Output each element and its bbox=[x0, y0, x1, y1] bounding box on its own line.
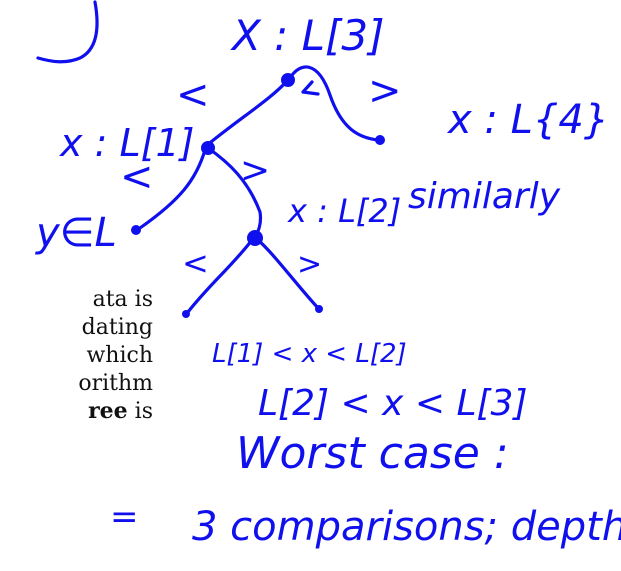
range-label-2: L[2] < x < L[3] bbox=[258, 383, 528, 424]
similarly-label: similarly bbox=[408, 176, 561, 217]
left-leaf-label: y∈L bbox=[35, 210, 117, 256]
edge-mid-leftleaf bbox=[186, 238, 254, 314]
left-node-label: x : L[1] bbox=[59, 121, 194, 165]
edge-mid-rightleaf bbox=[256, 238, 320, 310]
equals-sign: = bbox=[110, 497, 139, 537]
right-leaf-label: x : L{4} bbox=[446, 97, 609, 143]
printed-text-line-5: ree is bbox=[88, 397, 153, 426]
edge-root-left bbox=[204, 78, 290, 148]
edge-left-leaf bbox=[138, 148, 207, 230]
node-mid-leftleaf bbox=[182, 310, 190, 318]
gt-left: > bbox=[240, 150, 270, 191]
node-right-leaf bbox=[375, 135, 385, 145]
root-label: X : L[3] bbox=[230, 11, 385, 60]
node-root bbox=[281, 73, 295, 87]
node-mid bbox=[247, 230, 263, 246]
printed-text-line-4: orithm bbox=[78, 371, 153, 396]
range-label-1: L[1] < x < L[2] bbox=[212, 339, 407, 369]
node-left bbox=[201, 141, 215, 155]
worst-case-label: Worst case : bbox=[236, 428, 509, 479]
gt-mid: > bbox=[297, 247, 322, 282]
node-left-leaf bbox=[131, 225, 141, 235]
gt-root: > bbox=[368, 68, 402, 114]
lt-mid: < bbox=[182, 244, 209, 282]
lt-left: < bbox=[120, 154, 154, 200]
mid-node-label: x : L[2] bbox=[287, 192, 401, 230]
printed-bold-word: ree bbox=[88, 398, 128, 424]
summary-label: 3 comparisons; depth 3 bbox=[192, 504, 621, 550]
printed-text-line-2: dating bbox=[81, 315, 153, 340]
lt-root: < bbox=[176, 72, 210, 118]
corner-hook-stroke bbox=[36, 0, 99, 64]
arrowhead-right bbox=[301, 80, 320, 96]
printed-word-is: is bbox=[134, 399, 153, 424]
node-mid-rightleaf bbox=[315, 305, 323, 313]
edge-root-right bbox=[288, 65, 380, 142]
printed-text-line-3: which bbox=[86, 343, 153, 368]
printed-text-line-1: ata is bbox=[92, 287, 153, 312]
